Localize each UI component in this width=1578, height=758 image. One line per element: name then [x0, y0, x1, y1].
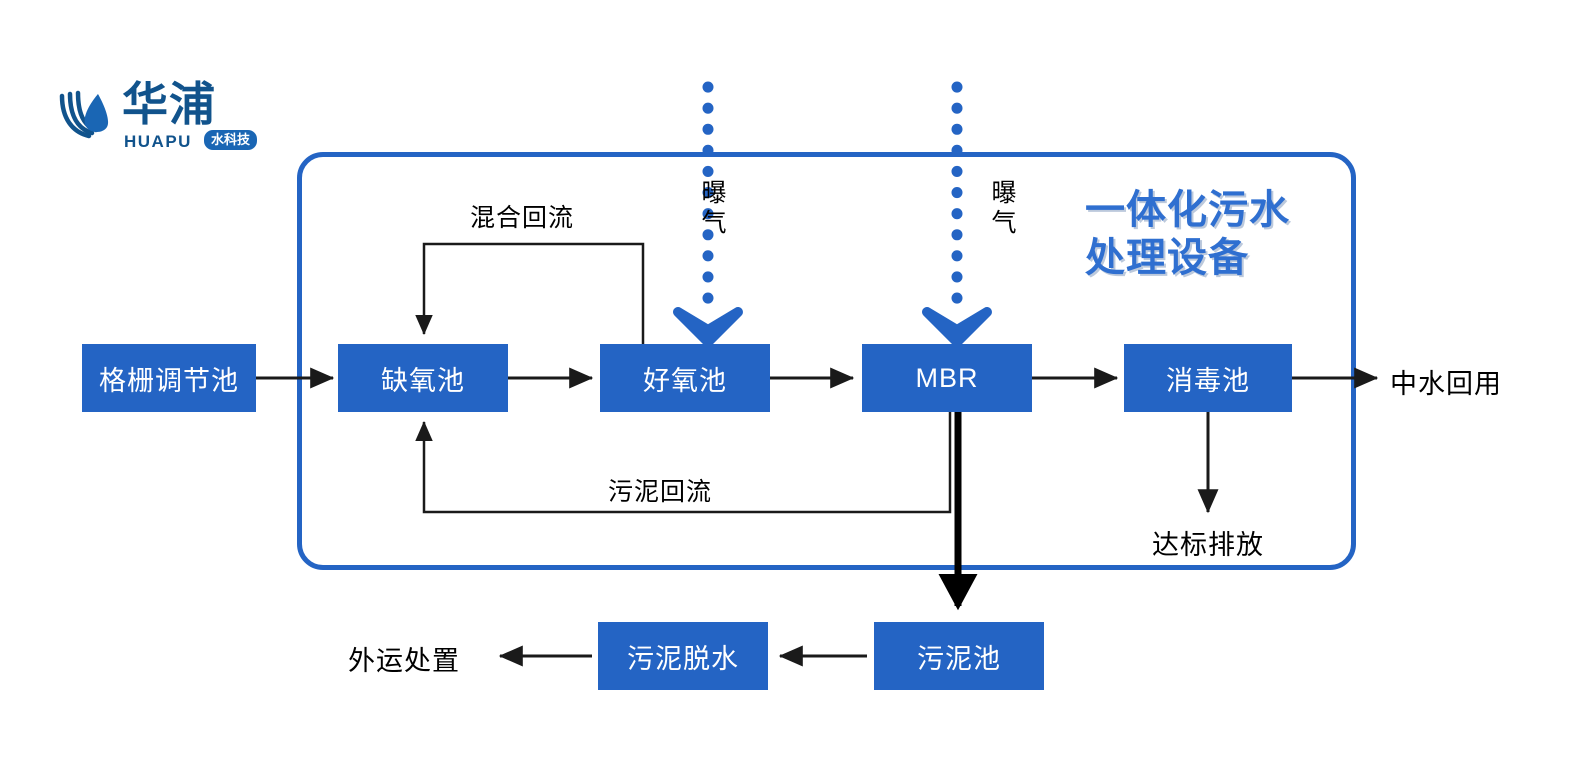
node-mbr[interactable]: MBR	[862, 344, 1032, 412]
aeration-label-2-text: 曝气	[991, 179, 1017, 237]
company-logo: 华浦 HUAPU 水科技	[58, 78, 268, 170]
equipment-title: 一体化污水 处理设备	[1085, 186, 1335, 282]
node-grille[interactable]: 格栅调节池	[82, 344, 256, 412]
aeration-label-2: 曝气	[990, 178, 1018, 238]
logo-chinese-name: 华浦	[122, 78, 216, 130]
logo-badge: 水科技	[204, 130, 258, 150]
water-drop-waves-logo-icon	[58, 82, 120, 144]
node-discharge: 达标排放	[1152, 530, 1264, 560]
node-dewater[interactable]: 污泥脱水	[598, 622, 768, 690]
logo-english-name: HUAPU	[124, 132, 192, 151]
integrated-equipment-enclosure	[297, 152, 1356, 570]
node-reuse: 中水回用	[1390, 369, 1502, 399]
node-anoxic[interactable]: 缺氧池	[338, 344, 508, 412]
mixed-return-label: 混合回流	[470, 204, 575, 232]
aeration-label-1: 曝气	[700, 178, 728, 238]
node-sludge-tank[interactable]: 污泥池	[874, 622, 1044, 690]
equipment-title-line-1: 一体化污水	[1085, 188, 1290, 232]
aeration-label-1-text: 曝气	[701, 179, 727, 237]
node-disinfect[interactable]: 消毒池	[1124, 344, 1292, 412]
equipment-title-line-2: 处理设备	[1085, 236, 1249, 280]
sludge-return-label: 污泥回流	[608, 478, 713, 506]
node-aerobic[interactable]: 好氧池	[600, 344, 770, 412]
logo-wordmark: 华浦 HUAPU 水科技	[120, 78, 270, 164]
node-haul-away: 外运处置	[348, 646, 460, 676]
